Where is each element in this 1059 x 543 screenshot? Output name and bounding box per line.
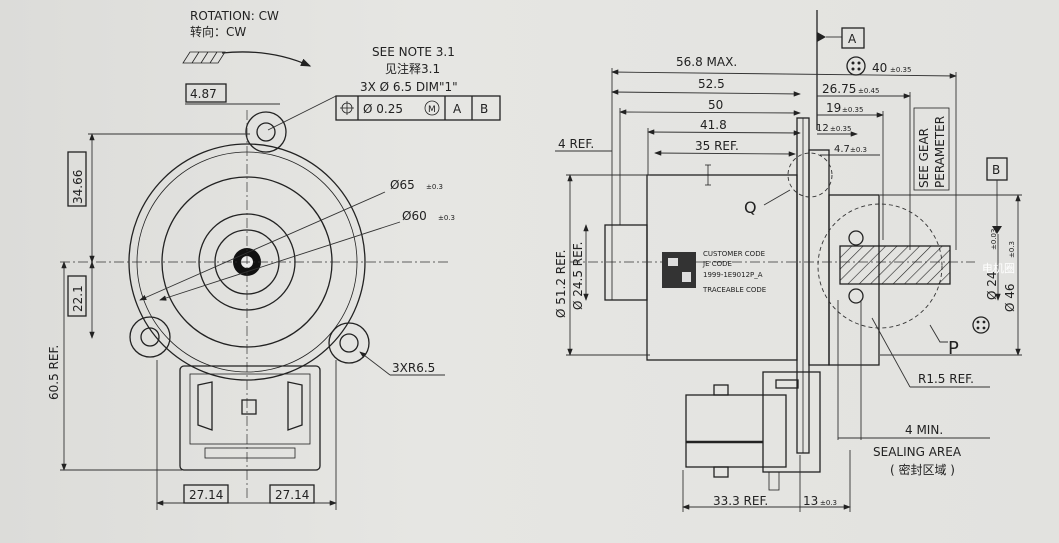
dim-34-66: 34.66 (71, 170, 85, 204)
detail-q-label: Q (744, 198, 757, 217)
dia-24: Ø 24 (985, 271, 999, 300)
dim-26-75-tol: ±0.45 (858, 87, 879, 95)
fcf-datum-b: B (480, 102, 488, 116)
dim-52-5: 52.5 (698, 77, 725, 91)
gear-note-2: PERAMETER (933, 116, 947, 188)
dia-60-tol: ±0.3 (438, 214, 455, 222)
dim-40-tol: ±0.35 (890, 66, 911, 74)
note-label-cn: 见注释3.1 (385, 61, 440, 76)
side-view: A 40 ±0.35 56.8 MAX. 52.5 50 41.8 4 REF.… (554, 10, 1022, 512)
detail-p-label: P (948, 338, 959, 359)
dia-60: Ø60 (402, 209, 427, 223)
dim-4-ref: 4 REF. (558, 137, 594, 151)
dim-27-14-left: 27.14 (189, 488, 223, 502)
datum-b: B (992, 163, 1000, 177)
dim-56-8-max: 56.8 MAX. (676, 55, 737, 69)
dia-65-tol: ±0.3 (426, 183, 443, 191)
front-view: ROTATION: CW 转向：CW SEE NOTE 3.1 见注释3.1 3… (47, 9, 501, 510)
dim-27-14-right: 27.14 (275, 488, 309, 502)
fcf-modifier: M (428, 105, 436, 115)
dim-13-tol: ±0.3 (820, 499, 837, 507)
dia-65: Ø65 (390, 178, 415, 192)
hole-callout: 3X Ø 6.5 DIM"1" (360, 80, 458, 94)
dia-24-tol: ±0.03 (990, 229, 998, 250)
connector-side (685, 371, 821, 491)
rotation-label-cn: 转向：CW (190, 24, 246, 39)
dim-33-3-ref: 33.3 REF. (713, 494, 768, 508)
dim-12-tol: ±0.35 (830, 125, 851, 133)
radius-callout: 3XR6.5 (392, 361, 435, 375)
dim-40: 40 (872, 61, 887, 75)
qr-code-icon (662, 252, 696, 288)
dim-12: 12 (816, 123, 829, 134)
mounting-ear (328, 322, 370, 364)
runout-symbol-icon (846, 56, 866, 76)
dim-22-1: 22.1 (71, 285, 85, 312)
dia-51-2-ref: Ø 51.2 REF. (554, 249, 568, 318)
seal-min: 4 MIN. (905, 423, 943, 437)
dim-4-87: 4.87 (190, 87, 217, 101)
dia-46: Ø 46 (1003, 283, 1017, 312)
runout-symbol-icon (972, 316, 990, 334)
feature-control-frame: Ø 0.25 M A B (335, 95, 501, 121)
dim-60-5-ref: 60.5 REF. (47, 345, 61, 400)
note-label: SEE NOTE 3.1 (372, 45, 455, 59)
radius-ref: R1.5 REF. (918, 372, 974, 386)
dim-19-tol: ±0.35 (842, 106, 863, 114)
motor-body-side (570, 117, 975, 454)
position-tolerance-icon (340, 101, 354, 115)
connector-front (179, 365, 321, 471)
label-part-number: 1999-1E9012P_A (703, 271, 763, 279)
rotation-hatch-icon (182, 51, 226, 64)
gear-note: SEE GEAR (917, 128, 931, 188)
mounting-ear (245, 111, 287, 153)
dim-26-75: 26.75 (822, 82, 856, 96)
dia-46-tol: ±0.3 (1008, 241, 1016, 258)
mounting-ear (129, 316, 171, 358)
dim-4-7: 4.7 (834, 144, 850, 155)
label-customer-code: CUSTOMER CODE (703, 250, 765, 258)
fcf-tolerance: Ø 0.25 (363, 102, 403, 116)
rotation-label: ROTATION: CW (190, 9, 279, 23)
dia-24-5-ref: Ø 24.5 REF. (571, 241, 585, 310)
product-label: CUSTOMER CODE JE CODE 1999-1E9012P_A TRA… (662, 250, 766, 294)
label-je-code: JE CODE (702, 260, 732, 268)
dim-13: 13 (803, 494, 818, 508)
dim-50: 50 (708, 98, 723, 112)
watermark: 电机圈 (982, 261, 1015, 275)
fcf-datum-a: A (453, 102, 462, 116)
sealing-area-label-cn: ( 密封区域 ) (890, 462, 955, 477)
mmc-circle-icon (424, 100, 440, 116)
dim-4-7-tol: ±0.3 (850, 146, 867, 154)
dim-35-ref: 35 REF. (695, 139, 739, 153)
dim-41-8: 41.8 (700, 118, 727, 132)
label-traceable-code: TRACEABLE CODE (702, 286, 766, 294)
dim-19: 19 (826, 101, 841, 115)
datum-a: A (848, 32, 857, 46)
sealing-area-label: SEALING AREA (873, 445, 962, 459)
rotation-arrow-icon (221, 51, 312, 67)
